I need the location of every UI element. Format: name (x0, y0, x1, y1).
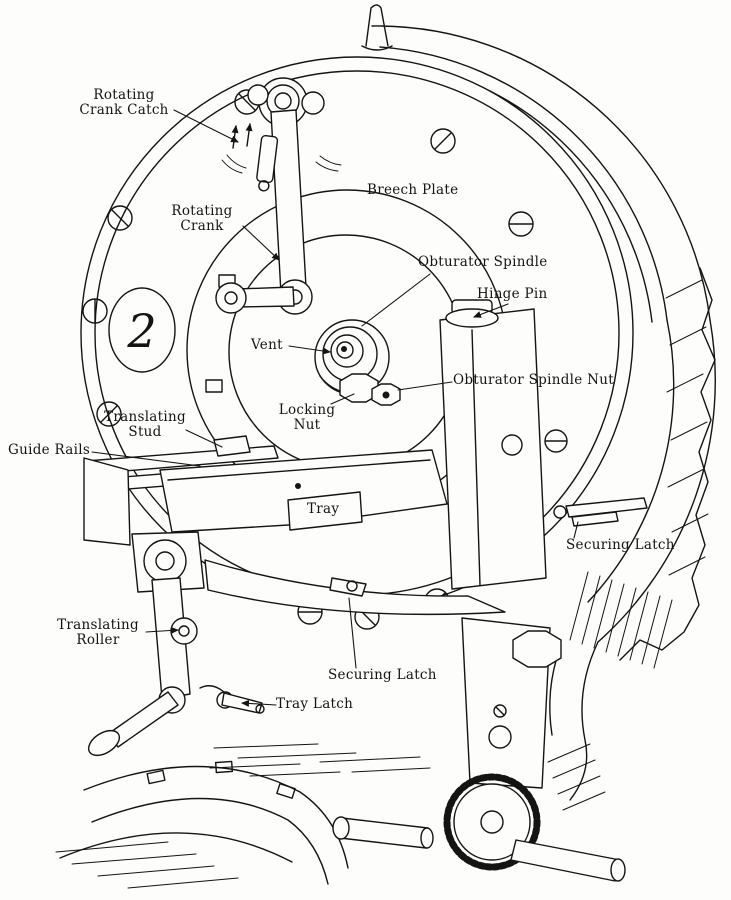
leader-securing-latch-right (573, 521, 579, 539)
hinge-bracket (439, 299, 547, 590)
rotating-crank-assembly (215, 77, 325, 315)
securing-latch-right-shape (553, 497, 648, 527)
label-hinge-pin: Hinge Pin (477, 286, 548, 302)
shading-marks (221, 154, 342, 174)
label-tray: Tray (307, 501, 340, 517)
training-rack-arc (59, 760, 349, 885)
obturator-spindle-nut-shape (371, 383, 401, 406)
leader-hinge-pin (473, 303, 509, 318)
shadow-bottom-left (55, 841, 239, 889)
label-securing-latch-bottom: Securing Latch (328, 667, 437, 683)
label-guide-rails: Guide Rails (8, 442, 91, 458)
label-locking-nut: Locking Nut (278, 402, 336, 433)
leader-guide-rails (91, 451, 201, 467)
label-securing-latch-right: Securing Latch (566, 537, 675, 553)
leader-translating-roller (145, 626, 179, 634)
label-rotating-crank: Rotating Crank (171, 203, 233, 234)
leader-translating-stud (185, 429, 223, 448)
leader-obturator-spindle-nut (397, 381, 453, 391)
leader-rotating-crank (242, 225, 280, 261)
roller-shaft (332, 816, 434, 849)
sight-blade (361, 4, 393, 51)
translating-roller-shape (170, 617, 198, 645)
hatching-bottom-right (547, 743, 606, 811)
support-bracket (461, 617, 562, 789)
translating-stud-shape (213, 435, 251, 457)
tray-shape (159, 449, 448, 533)
tray-latch-shape (199, 685, 265, 714)
label-rotating-crank-catch: Rotating Crank Catch (79, 87, 169, 118)
plate-number-medallion: 2 (108, 287, 176, 373)
label-translating-stud: Translating Stud (104, 409, 186, 440)
leader-locking-nut (330, 393, 355, 405)
label-obturator-spindle-nut: Obturator Spindle Nut (453, 372, 615, 388)
torn-edge (619, 267, 716, 661)
label-obturator-spindle: Obturator Spindle (418, 254, 548, 270)
hatching-right (569, 571, 673, 669)
leader-tray-latch (241, 699, 277, 707)
carrier-arm-shape (204, 559, 506, 616)
vent-hole (341, 346, 347, 352)
leader-securing-latch-bottom (348, 597, 357, 669)
leader-obturator-spindle (361, 273, 431, 327)
label-vent: Vent (251, 337, 283, 353)
crank-catch-shape (256, 134, 279, 192)
torn-edge-hatching (665, 279, 709, 576)
translating-roller-arm (87, 531, 205, 757)
label-tray-latch: Tray Latch (276, 696, 354, 712)
leader-lines (91, 109, 579, 707)
worm-gear (443, 773, 626, 882)
hinge-pin-head (445, 308, 499, 328)
leader-rotating-crank-catch (173, 109, 239, 143)
leader-vent (288, 345, 331, 355)
label-translating-roller: Translating Roller (57, 617, 139, 648)
shadow-under-tray (209, 743, 431, 777)
plate-number: 2 (126, 304, 156, 358)
label-breech-plate: Breech Plate (367, 182, 459, 198)
